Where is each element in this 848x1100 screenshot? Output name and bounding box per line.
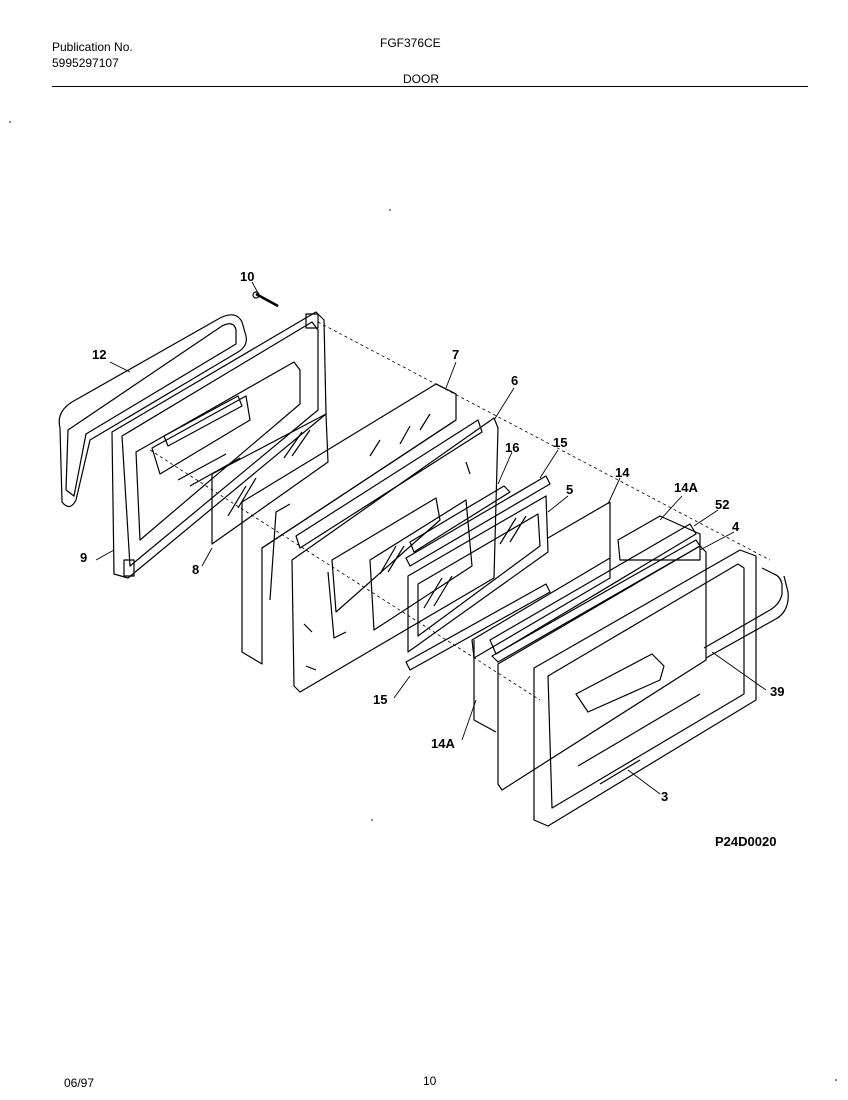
callout-6: 6 [511, 373, 519, 388]
part-39-handle [703, 567, 789, 659]
callout-12: 12 [92, 347, 107, 362]
part-16-retainer [369, 485, 511, 631]
part-7-insulation [241, 383, 457, 665]
callout-14A-bottom: 14A [431, 736, 455, 751]
callout-14: 14 [615, 465, 630, 480]
part-52-seal [489, 523, 701, 663]
part-12-gasket [58, 314, 247, 508]
part-4-outer-panel [497, 545, 707, 791]
part-5-outer-glass [407, 495, 549, 653]
model-number: FGF376CE [380, 36, 441, 50]
leader-lines [95, 281, 767, 795]
callout-7: 7 [452, 347, 460, 362]
callout-8: 8 [192, 562, 200, 577]
footer-date: 06/97 [64, 1076, 95, 1090]
section-title: DOOR [403, 72, 439, 86]
callout-16: 16 [505, 440, 520, 455]
part-14-panel [471, 501, 611, 659]
publication-label: Publication No. [52, 40, 133, 54]
callout-52: 52 [715, 497, 730, 512]
callout-10: 10 [240, 269, 255, 284]
part-15-brackets [405, 475, 551, 671]
callout-15-top: 15 [553, 435, 568, 450]
callout-4: 4 [732, 519, 740, 534]
page-number: 10 [423, 1074, 437, 1088]
callout-14A-top: 14A [674, 480, 698, 495]
assembly-axis-lines [149, 321, 771, 701]
callout-3: 3 [661, 789, 669, 804]
callout-5: 5 [566, 482, 574, 497]
part-8-inner-glass [211, 413, 329, 545]
publication-number: 5995297107 [52, 56, 119, 70]
part-10-screw [252, 291, 279, 308]
part-3-door-frame [533, 549, 757, 827]
callout-9: 9 [80, 550, 88, 565]
figure-code: P24D0020 [715, 834, 777, 849]
callout-15-bottom: 15 [373, 692, 388, 707]
part-6-door-panel [291, 417, 499, 693]
scan-specks [9, 121, 837, 1081]
part-9-door-liner [111, 311, 327, 579]
part-14A-glass [473, 515, 701, 733]
header-rule [52, 86, 808, 87]
callout-39: 39 [770, 684, 785, 699]
